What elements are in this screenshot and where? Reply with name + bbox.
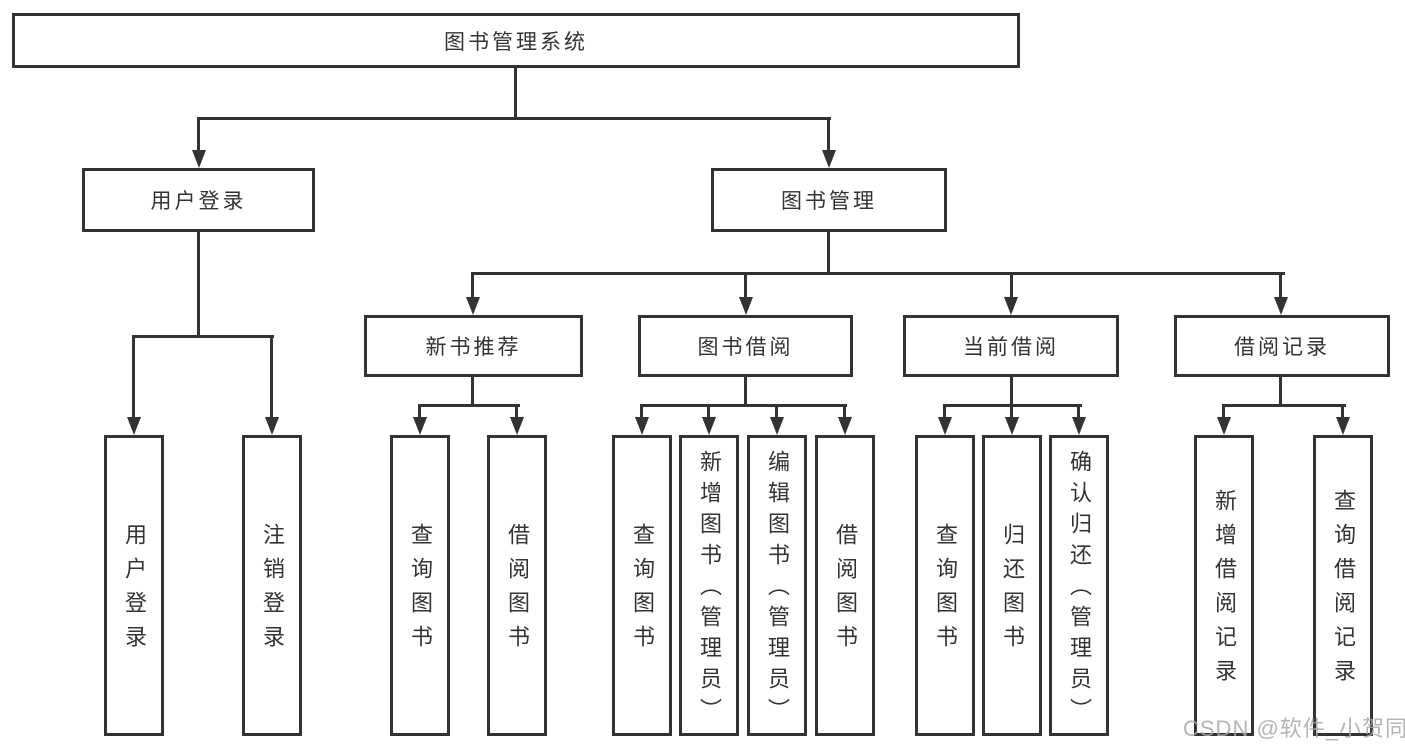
connector-drop-leaf	[270, 335, 273, 419]
connector-book-borrowing-bar	[640, 404, 847, 407]
connector-drop-leaf	[707, 404, 710, 419]
node-book-borrowing: 图书借阅	[638, 315, 853, 377]
arrow-down-icon	[635, 417, 649, 435]
leaf-current-confirm-return-admin: 确认归还（管理员）	[1049, 435, 1109, 736]
connector-root-stem	[514, 68, 517, 120]
leaf-borrowing-query-books: 查询图书	[612, 435, 672, 736]
node-borrowing-records: 借阅记录	[1174, 315, 1390, 377]
leaf-user-login: 用户登录	[104, 435, 164, 736]
connector-user-login-bar	[132, 335, 274, 338]
connector-new-book-bar	[418, 404, 520, 407]
connector-drop-borrow-records	[1279, 272, 1282, 300]
arrow-down-icon	[838, 417, 852, 435]
leaf-borrowing-add-books-admin: 新增图书（管理员）	[679, 435, 739, 736]
node-current-borrowing: 当前借阅	[903, 315, 1119, 377]
connector-drop-leaf	[132, 335, 135, 419]
csdn-watermark: CSDN @软件_小贺同学	[1183, 716, 1405, 741]
arrow-down-icon	[739, 297, 753, 315]
connector-drop-leaf	[1077, 404, 1080, 419]
connector-borrow-records-bar	[1222, 404, 1346, 407]
connector-drop-user-login	[197, 117, 200, 152]
leaf-current-return-books: 归还图书	[982, 435, 1042, 736]
connector-drop-leaf	[418, 404, 421, 419]
node-book-management: 图书管理	[711, 168, 947, 232]
arrow-down-icon	[466, 297, 480, 315]
connector-drop-leaf	[1222, 404, 1225, 419]
connector-drop-new-book	[471, 272, 474, 300]
node-user-login: 用户登录	[82, 168, 315, 232]
connector-drop-leaf	[640, 404, 643, 419]
leaf-records-add-borrow-record: 新增借阅记录	[1194, 435, 1254, 736]
connector-book-management-stem	[827, 232, 830, 275]
connector-user-login-stem	[197, 232, 200, 338]
leaf-logout: 注销登录	[242, 435, 302, 736]
arrow-down-icon	[822, 150, 836, 168]
arrow-down-icon	[192, 150, 206, 168]
arrow-down-icon	[1217, 417, 1231, 435]
connector-drop-leaf	[1341, 404, 1344, 419]
arrow-down-icon	[702, 417, 716, 435]
leaf-records-query-borrow-record: 查询借阅记录	[1313, 435, 1373, 736]
connector-drop-book-management	[827, 117, 830, 152]
leaf-borrowing-borrow-books: 借阅图书	[815, 435, 875, 736]
arrow-down-icon	[265, 417, 279, 435]
connector-drop-book-borrowing	[744, 275, 747, 299]
arrow-down-icon	[510, 417, 524, 435]
arrow-down-icon	[770, 417, 784, 435]
connector-level2-bar	[197, 117, 831, 120]
connector-drop-leaf	[843, 404, 846, 419]
connector-new-book-stem	[471, 377, 474, 407]
arrow-down-icon	[1336, 417, 1350, 435]
connector-drop-leaf	[943, 404, 946, 419]
connector-drop-current-borrowing	[1010, 275, 1013, 299]
arrow-down-icon	[1274, 297, 1288, 315]
connector-level3-bar	[471, 272, 1285, 275]
leaf-recommend-borrow-books: 借阅图书	[487, 435, 547, 736]
node-new-book-recommendation: 新书推荐	[364, 315, 583, 377]
connector-current-borrowing-stem	[1010, 377, 1013, 407]
leaf-current-query-books: 查询图书	[915, 435, 975, 736]
connector-borrow-records-stem	[1279, 377, 1282, 407]
connector-book-borrowing-stem	[744, 377, 747, 407]
arrow-down-icon	[413, 417, 427, 435]
connector-drop-leaf	[515, 404, 518, 419]
arrow-down-icon	[938, 417, 952, 435]
node-library-management-system: 图书管理系统	[12, 13, 1020, 68]
leaf-borrowing-edit-books-admin: 编辑图书（管理员）	[747, 435, 807, 736]
arrow-down-icon	[1072, 417, 1086, 435]
arrow-down-icon	[1004, 297, 1018, 315]
connector-drop-leaf	[1010, 404, 1013, 419]
arrow-down-icon	[1005, 417, 1019, 435]
arrow-down-icon	[127, 417, 141, 435]
connector-drop-leaf	[775, 404, 778, 419]
leaf-recommend-query-books: 查询图书	[390, 435, 450, 736]
